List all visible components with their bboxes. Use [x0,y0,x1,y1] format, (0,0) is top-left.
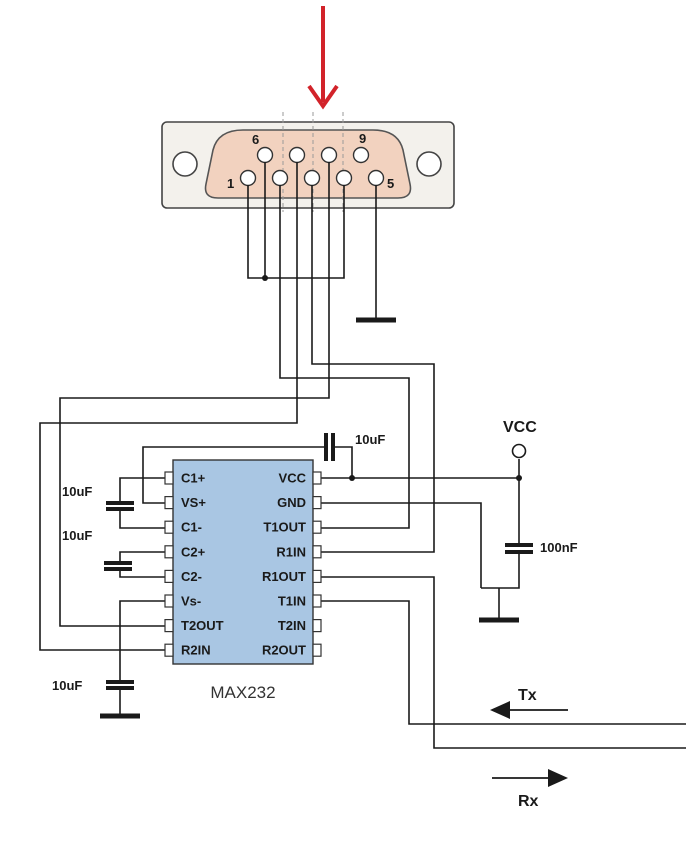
db9-pin-4 [335,169,353,187]
cap-top-label: 10uF [355,432,385,447]
connector-mount-hole-left [172,151,198,177]
chip-pin-label-c1-: C1+ [181,471,206,486]
chip-pin-label-t2in: T2IN [278,618,306,633]
chip-pin-label-t1out: T1OUT [263,520,306,535]
rx-label: Rx [518,793,539,810]
chip-name: MAX232 [210,683,275,702]
chip-pin-label-vs-: VS+ [181,495,206,510]
capacitor-top-10uf [142,433,353,504]
db9-pin-6 [256,146,274,164]
chip-pin-label-t1in: T1IN [278,594,306,609]
cap-vcc-label: 100nF [540,540,578,555]
tx-label: Tx [518,687,537,704]
chip-pin-r2in [164,643,174,657]
connector-wires [39,162,435,651]
cap-vs-label: 10uF [52,678,82,693]
chip-body [172,459,314,665]
chip-pin-t1out [312,520,322,534]
power-section [321,459,533,623]
chip-pin-r1out [312,569,322,584]
db9-pin-2 [271,169,289,187]
vcc-label: VCC [503,419,537,436]
chip-pin-label-t2out: T2OUT [181,618,224,633]
capacitor-vs-10uf [100,600,165,719]
chip-pin-gnd [312,496,322,510]
chip-pin-c2- [164,569,174,584]
chip-pin-label-r2in: R2IN [181,643,211,658]
pin-label-1: 1 [227,176,234,191]
chip-pin-label-c1-: C1- [181,520,202,535]
chip-pin-label-gnd: GND [277,495,306,510]
chip-pin-c2- [164,545,174,559]
db9-pin-1 [239,169,257,187]
chip-pin-label-r1out: R1OUT [262,569,306,584]
chip-pin-label-r2out: R2OUT [262,643,306,658]
db9-pin-8 [320,146,338,164]
db9-pin-9 [352,146,370,164]
db9-pin-5 [367,169,385,187]
chip-pin-label-c2-: C2- [181,569,202,584]
chip-pin-r1in [312,545,322,559]
chip-pin-label-r1in: R1IN [276,544,306,559]
chip-pin-r2out [312,643,322,657]
capacitor-c2-10uf [104,551,165,578]
chip-pin-c1- [164,520,174,534]
capacitor-c1-10uf [106,477,165,529]
chip-pin-label-vs-: Vs- [181,594,201,609]
chip-pin-c1- [164,471,174,485]
chip-pins: C1+ VS+ C1- C2+ C2- Vs- T2OUT R2IN VCC GND T1OUT R1… [164,471,322,658]
chip-pin-vs- [164,594,174,608]
chip-pin-t2in [312,618,322,633]
db9-pin-7 [288,146,306,164]
cap-c1-label: 10uF [62,484,92,499]
max232-chip: C1+ VS+ C1- C2+ C2- Vs- T2OUT R2IN VCC GND T1OUT R1… [164,459,322,702]
chip-pin-t1in [312,594,322,608]
pin-label-9: 9 [359,131,366,146]
tx-rx-lines [321,576,686,749]
chip-pin-label-c2-: C2+ [181,544,206,559]
red-down-arrow-icon [307,6,339,110]
vcc-terminal-icon [511,443,527,459]
pin-label-6: 6 [252,132,259,147]
db9-pin-3 [303,169,321,187]
pin-label-5: 5 [387,176,394,191]
rx-arrow-icon [492,769,568,787]
connector-face [204,129,412,199]
chip-pin-vcc [312,471,322,485]
connector-mount-hole-right [416,151,442,177]
chip-pin-label-vcc: VCC [279,471,307,486]
tx-arrow-icon [490,701,568,719]
chip-pin-vs- [164,496,174,510]
db9-connector: 6 9 1 5 [161,112,455,212]
cap-c2-label: 10uF [62,528,92,543]
chip-pin-t2out [164,618,174,633]
